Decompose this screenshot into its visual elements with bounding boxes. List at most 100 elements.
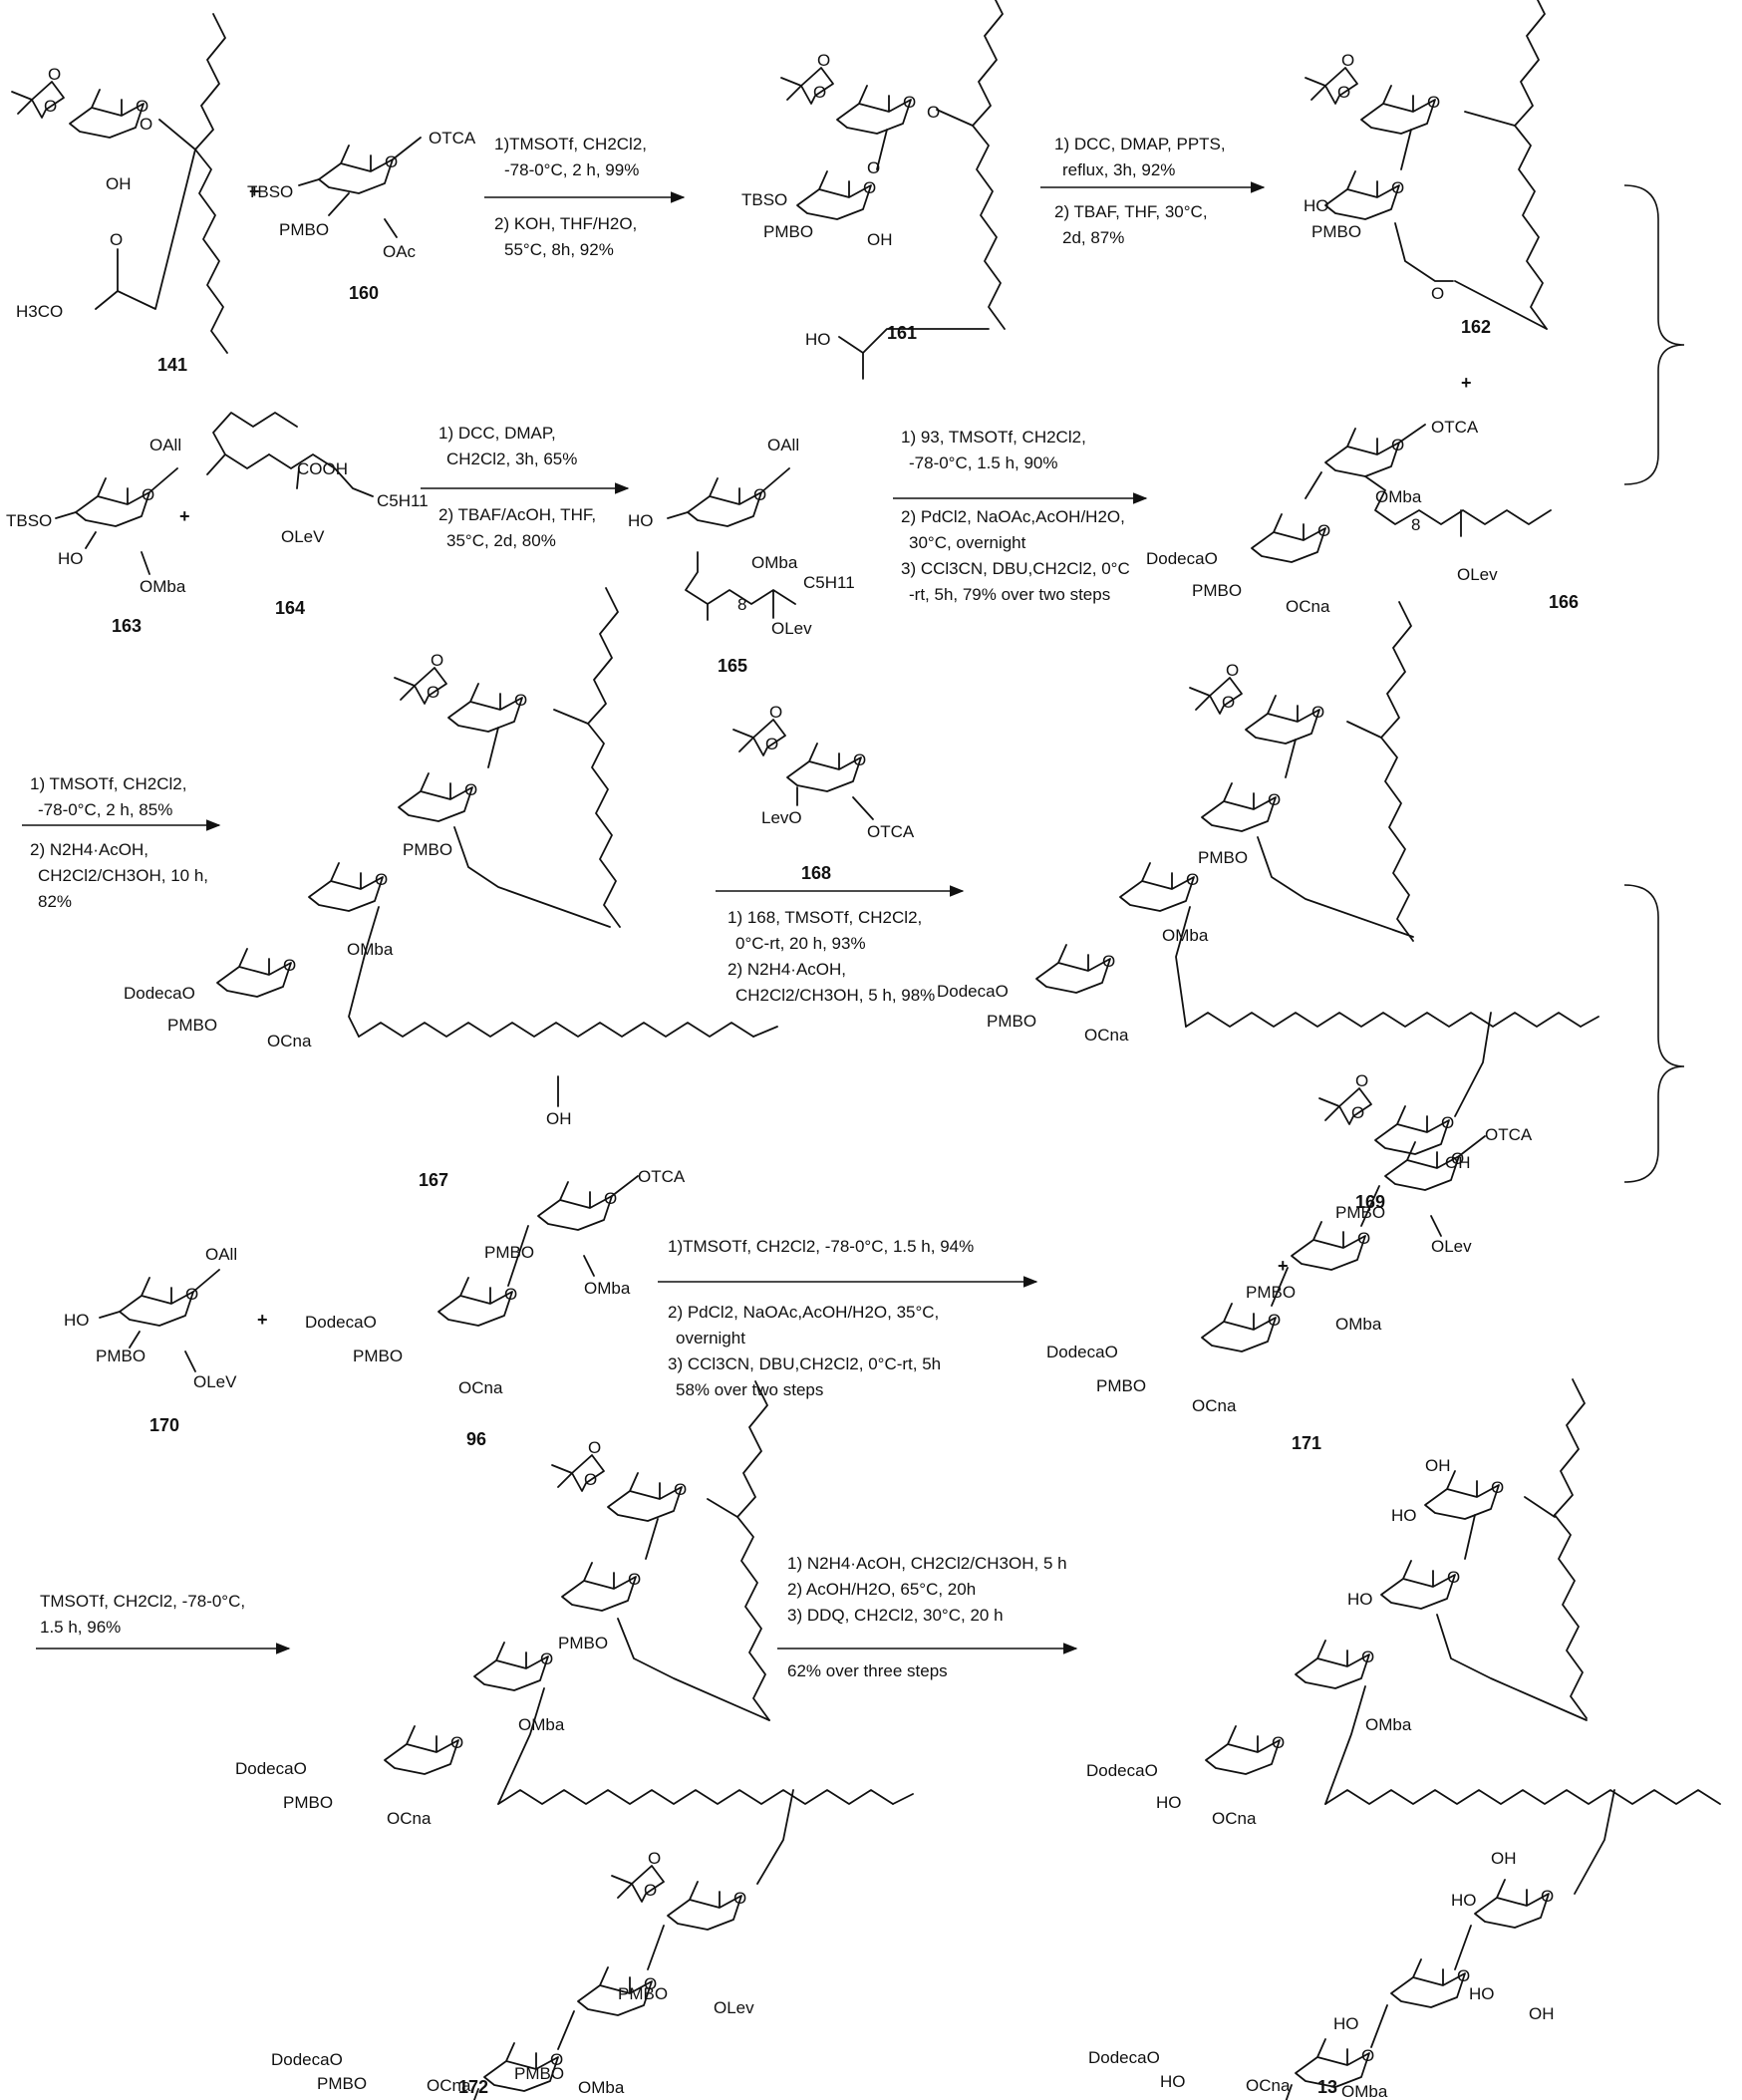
- lbl-170-1: HO: [64, 1311, 90, 1330]
- lbl-13-3: OMba: [1365, 1715, 1412, 1734]
- cpd-170: 170: [149, 1415, 179, 1435]
- svg-text:1) DCC, DMAP, PPTS,: 1) DCC, DMAP, PPTS,: [1054, 135, 1226, 153]
- lbl-160-2: PMBO: [279, 220, 329, 239]
- compound-166: OTCA OMba DodecaO PMBO OCna 8 OLev 166: [1146, 418, 1579, 616]
- lbl-162-1: PMBO: [1311, 222, 1361, 241]
- svg-text:1) DCC, DMAP,: 1) DCC, DMAP,: [438, 424, 556, 443]
- lbl-141-3: H3CO: [16, 302, 63, 321]
- svg-text:1) N2H4·AcOH, CH2Cl2/CH3OH, 5: 1) N2H4·AcOH, CH2Cl2/CH3OH, 5 h: [787, 1554, 1067, 1573]
- svg-text:-78-0°C, 2 h, 99%: -78-0°C, 2 h, 99%: [504, 160, 639, 179]
- lbl-172-1: OMba: [518, 1715, 565, 1734]
- compound-168: LevO OTCA 168: [732, 702, 915, 883]
- lbl-170-2: PMBO: [96, 1347, 145, 1365]
- svg-text:1.5 h, 96%: 1.5 h, 96%: [40, 1618, 121, 1637]
- lbl-172-11: OCna: [427, 2076, 471, 2095]
- lbl-164-2: OLeV: [281, 527, 325, 546]
- lbl-169-4: OCna: [1084, 1026, 1129, 1045]
- compound-141: O OH O H3CO 141: [11, 13, 228, 375]
- lbl-13-5: HO: [1156, 1793, 1182, 1812]
- lbl-169-2: DodecaO: [937, 982, 1009, 1001]
- cpd-13: 13: [1317, 2077, 1337, 2097]
- lbl-166-3: PMBO: [1192, 581, 1242, 600]
- svg-text:35°C, 2d, 80%: 35°C, 2d, 80%: [446, 531, 556, 550]
- lbl-165-3: 8: [737, 595, 746, 614]
- lbl-168-1: OTCA: [867, 822, 915, 841]
- lbl-141-2: O: [110, 230, 123, 249]
- lbl-172-5: PMBO: [618, 1984, 668, 2003]
- lbl-171-6: PMBO: [1096, 1376, 1146, 1395]
- lbl-167-0: PMBO: [403, 840, 452, 859]
- reaction-r4: 1) 93, TMSOTf, CH2Cl2, -78-0°C, 1.5 h, 9…: [893, 428, 1148, 604]
- cpd-161: 161: [887, 323, 917, 343]
- plus-5: +: [257, 1310, 268, 1330]
- lbl-165-4: C5H11: [803, 573, 855, 592]
- lbl-165-2: OMba: [751, 553, 798, 572]
- lbl-96-0: OTCA: [638, 1167, 686, 1186]
- reaction-r3: 1) DCC, DMAP, CH2Cl2, 3h, 65% 2) TBAF/Ac…: [421, 424, 630, 550]
- svg-text:1)TMSOTf, CH2Cl2, -78-0°C, 1.5: 1)TMSOTf, CH2Cl2, -78-0°C, 1.5 h, 94%: [668, 1237, 974, 1256]
- reaction-r1: 1)TMSOTf, CH2Cl2, -78-0°C, 2 h, 99% 2) K…: [484, 135, 686, 259]
- compound-171: OTCA PMBO OLev PMBO OMba DodecaO PMBO OC…: [1046, 1125, 1533, 1453]
- lbl-172-2: DodecaO: [235, 1759, 307, 1778]
- compound-160: OTCA TBSO PMBO OAc 160: [247, 129, 476, 303]
- lbl-13-0: OH: [1425, 1456, 1451, 1475]
- lbl-169-1: OMba: [1162, 926, 1209, 945]
- svg-text:1)TMSOTf, CH2Cl2,: 1)TMSOTf, CH2Cl2,: [494, 135, 647, 153]
- lbl-161-0: TBSO: [741, 190, 787, 209]
- svg-text:-78-0°C, 2 h, 85%: -78-0°C, 2 h, 85%: [38, 800, 172, 819]
- brace-2: [1623, 884, 1685, 1183]
- compound-165: OAll HO OMba 8 C5H11 OLev 165: [628, 436, 855, 676]
- lbl-96-5: OCna: [458, 1378, 503, 1397]
- lbl-13-12: OMba: [1341, 2082, 1388, 2100]
- cpd-96: 96: [466, 1429, 486, 1449]
- compound-96: OTCA PMBO OMba DodecaO PMBO OCna 96: [305, 1167, 686, 1449]
- svg-text:62% over three steps: 62% over three steps: [787, 1661, 948, 1680]
- svg-text:2) PdCl2, NaOAc,AcOH/H2O,: 2) PdCl2, NaOAc,AcOH/H2O,: [901, 507, 1125, 526]
- svg-text:1) 93, TMSOTf, CH2Cl2,: 1) 93, TMSOTf, CH2Cl2,: [901, 428, 1086, 447]
- lbl-172-9: DodecaO: [271, 2050, 343, 2069]
- lbl-163-3: OMba: [140, 577, 186, 596]
- lbl-171-0: OTCA: [1485, 1125, 1533, 1144]
- cpd-171: 171: [1292, 1433, 1321, 1453]
- svg-text:2) TBAF, THF, 30°C,: 2) TBAF, THF, 30°C,: [1054, 202, 1208, 221]
- lbl-13-8: HO: [1451, 1891, 1477, 1910]
- svg-text:2) PdCl2, NaOAc,AcOH/H2O, 35°: 2) PdCl2, NaOAc,AcOH/H2O, 35°C,: [668, 1303, 939, 1322]
- svg-text:0°C-rt, 20 h, 93%: 0°C-rt, 20 h, 93%: [735, 934, 866, 953]
- lbl-13-10: OH: [1529, 2004, 1555, 2023]
- lbl-160-0: OTCA: [429, 129, 476, 148]
- lbl-161-3: HO: [805, 330, 831, 349]
- svg-text:3) CCl3CN, DBU,CH2Cl2, 0°C-rt,: 3) CCl3CN, DBU,CH2Cl2, 0°C-rt, 5h: [668, 1354, 941, 1373]
- lbl-162-2: O: [1431, 284, 1444, 303]
- lbl-160-1: TBSO: [247, 182, 293, 201]
- lbl-166-4: OCna: [1286, 597, 1330, 616]
- svg-text:1) TMSOTf, CH2Cl2,: 1) TMSOTf, CH2Cl2,: [30, 774, 186, 793]
- cpd-165: 165: [718, 656, 747, 676]
- lbl-172-3: PMBO: [283, 1793, 333, 1812]
- lbl-162-0: HO: [1304, 196, 1329, 215]
- compound-162: HO PMBO O 162: [1304, 0, 1548, 337]
- lbl-171-7: OCna: [1192, 1396, 1237, 1415]
- svg-text:3) DDQ, CH2Cl2, 30°C, 20 h: 3) DDQ, CH2Cl2, 30°C, 20 h: [787, 1606, 1004, 1625]
- svg-text:82%: 82%: [38, 892, 72, 911]
- plus-3: +: [179, 506, 190, 526]
- cpd-163: 163: [112, 616, 142, 636]
- cpd-169: 169: [1355, 1192, 1385, 1212]
- svg-text:55°C, 8h, 92%: 55°C, 8h, 92%: [504, 240, 614, 259]
- compound-161: O O TBSO PMBO OH HO 161: [741, 0, 1006, 380]
- lbl-13-6: OCna: [1212, 1809, 1257, 1828]
- lbl-13-11: HO: [1333, 2014, 1359, 2033]
- lbl-96-1: PMBO: [484, 1243, 534, 1262]
- lbl-171-3: PMBO: [1246, 1283, 1296, 1302]
- lbl-172-7: PMBO: [514, 2064, 564, 2083]
- cpd-168: 168: [801, 863, 831, 883]
- lbl-169-0: PMBO: [1198, 848, 1248, 867]
- lbl-13-2: HO: [1347, 1590, 1373, 1609]
- lbl-167-5: OH: [546, 1109, 572, 1128]
- svg-text:overnight: overnight: [676, 1329, 745, 1348]
- plus-2: +: [1461, 373, 1472, 393]
- lbl-96-2: OMba: [584, 1279, 631, 1298]
- cpd-141: 141: [157, 355, 187, 375]
- lbl-166-2: DodecaO: [1146, 549, 1218, 568]
- lbl-171-2: OLev: [1431, 1237, 1472, 1256]
- compound-164: COOH C5H11 OLeV 164: [206, 412, 429, 618]
